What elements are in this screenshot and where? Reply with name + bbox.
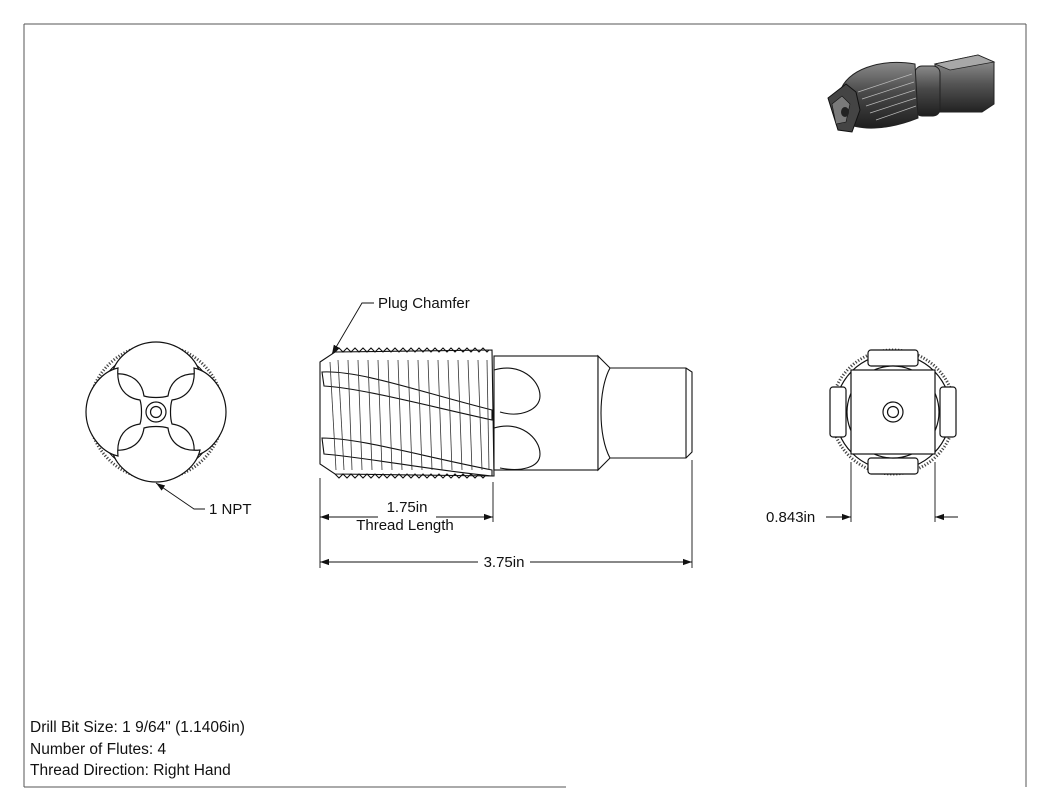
tap-side-view-icon: [319, 347, 693, 479]
square-width-label: 0.843in: [766, 509, 815, 526]
note-number-of-flutes-value: 4: [157, 741, 167, 758]
note-drill-bit-size: Drill Bit Size: 1 9/64" (1.1406in): [30, 719, 245, 736]
note-drill-bit-size-value: 1 9/64" (1.1406in): [122, 719, 245, 736]
thread-length-value: 1.75in: [387, 499, 428, 516]
thread-size-label: 1 NPT: [209, 501, 252, 518]
note-thread-direction: Thread Direction: Right Hand: [30, 762, 231, 779]
plug-chamfer-label: Plug Chamfer: [378, 295, 470, 312]
tap-shank-end-view-icon: [829, 348, 957, 476]
note-number-of-flutes-label: Number of Flutes: [30, 741, 149, 758]
overall-length-label: 3.75in: [484, 554, 525, 571]
note-number-of-flutes: Number of Flutes: 4: [30, 741, 167, 758]
thread-length-caption: Thread Length: [356, 517, 454, 534]
sheet-border: [23, 23, 1027, 788]
note-drill-bit-size-label: Drill Bit Size: [30, 719, 114, 736]
dimensions: [155, 302, 958, 568]
note-thread-direction-value: Right Hand: [153, 762, 231, 779]
tap-isometric-render-icon: [827, 54, 996, 133]
tap-cutting-end-view-icon: [85, 341, 227, 483]
note-thread-direction-label: Thread Direction: [30, 762, 145, 779]
